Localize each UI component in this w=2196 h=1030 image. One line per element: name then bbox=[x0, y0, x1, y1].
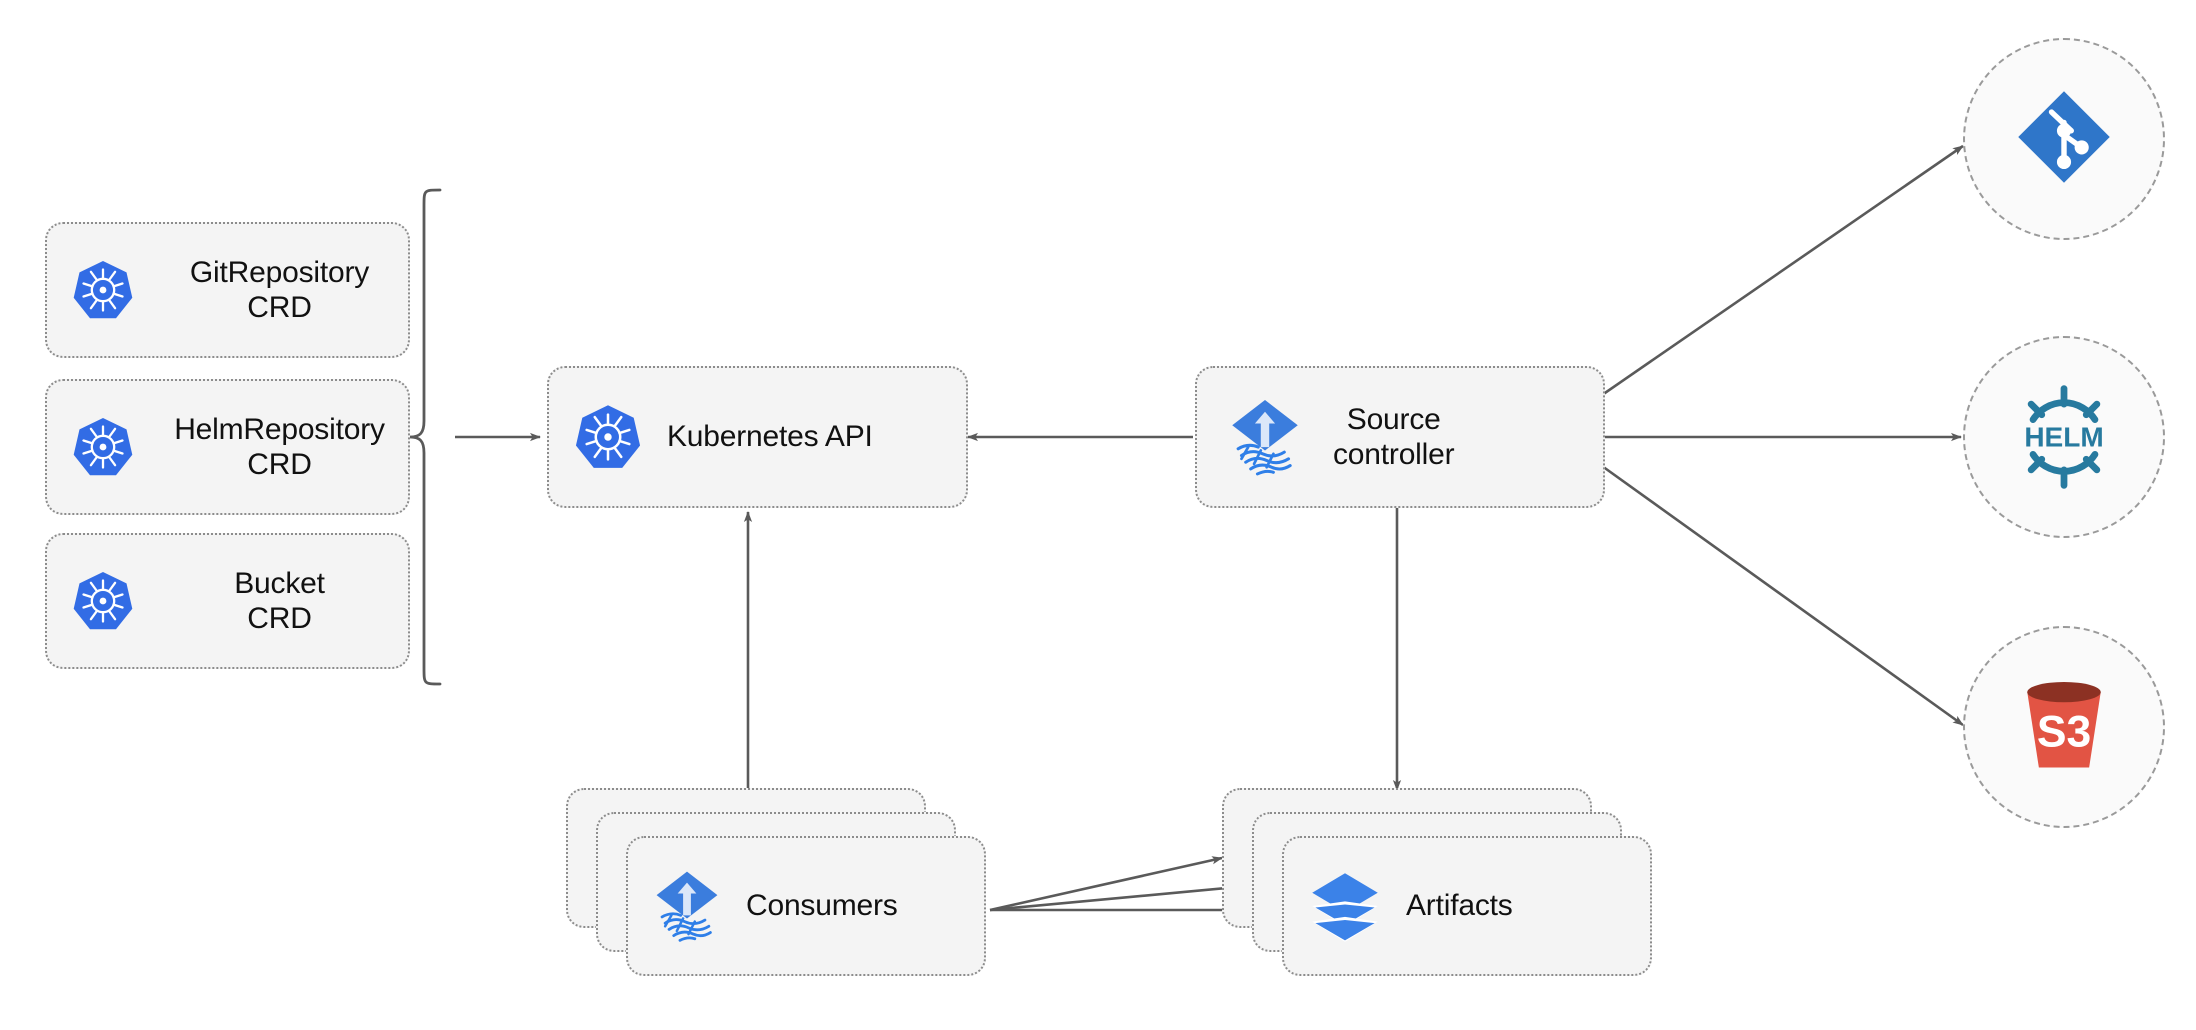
node-consumers[interactable]: Consumers bbox=[626, 836, 986, 976]
edge-source-to-s3 bbox=[1601, 464, 1964, 727]
node-source-controller[interactable]: Source controller bbox=[1195, 366, 1605, 508]
edge-source-to-git bbox=[1601, 144, 1964, 397]
flux-icon bbox=[1197, 366, 1333, 508]
kubernetes-icon bbox=[47, 222, 159, 358]
s3-icon: S3 bbox=[2006, 667, 2122, 788]
node-git-source[interactable] bbox=[1963, 38, 2165, 240]
node-label: HelmRepository CRD bbox=[174, 412, 385, 481]
layers-icon bbox=[1284, 836, 1406, 976]
edge-consumers-to-artifacts-2 bbox=[989, 882, 1249, 912]
node-label: Bucket CRD bbox=[234, 566, 325, 635]
kubernetes-icon bbox=[47, 533, 159, 669]
node-gitrepository-crd[interactable]: GitRepository CRD bbox=[45, 222, 410, 358]
kubernetes-icon bbox=[47, 379, 159, 515]
node-label: Kubernetes API bbox=[667, 420, 873, 454]
node-label: Consumers bbox=[746, 889, 898, 923]
node-s3-source[interactable]: S3 bbox=[1963, 626, 2165, 828]
node-artifacts[interactable]: Artifacts bbox=[1282, 836, 1652, 976]
node-kubernetes-api[interactable]: Kubernetes API bbox=[547, 366, 968, 508]
node-helmrepository-crd[interactable]: HelmRepository CRD bbox=[45, 379, 410, 515]
kubernetes-icon bbox=[549, 366, 667, 508]
git-icon bbox=[2012, 85, 2116, 194]
node-label: Source controller bbox=[1333, 402, 1455, 471]
helm-icon: HELM bbox=[2006, 379, 2122, 495]
flux-icon bbox=[628, 836, 746, 976]
s3-wordmark: S3 bbox=[2037, 707, 2091, 756]
node-consumers-stack[interactable]: Consumers bbox=[566, 788, 986, 988]
node-label: Artifacts bbox=[1406, 889, 1513, 923]
node-bucket-crd[interactable]: Bucket CRD bbox=[45, 533, 410, 669]
edge-consumers-to-artifacts-1 bbox=[989, 856, 1223, 912]
helm-wordmark: HELM bbox=[2024, 422, 2103, 453]
node-helm-source[interactable]: HELM bbox=[1963, 336, 2165, 538]
node-label: GitRepository CRD bbox=[189, 255, 370, 324]
node-artifacts-stack[interactable]: Artifacts bbox=[1222, 788, 1652, 988]
